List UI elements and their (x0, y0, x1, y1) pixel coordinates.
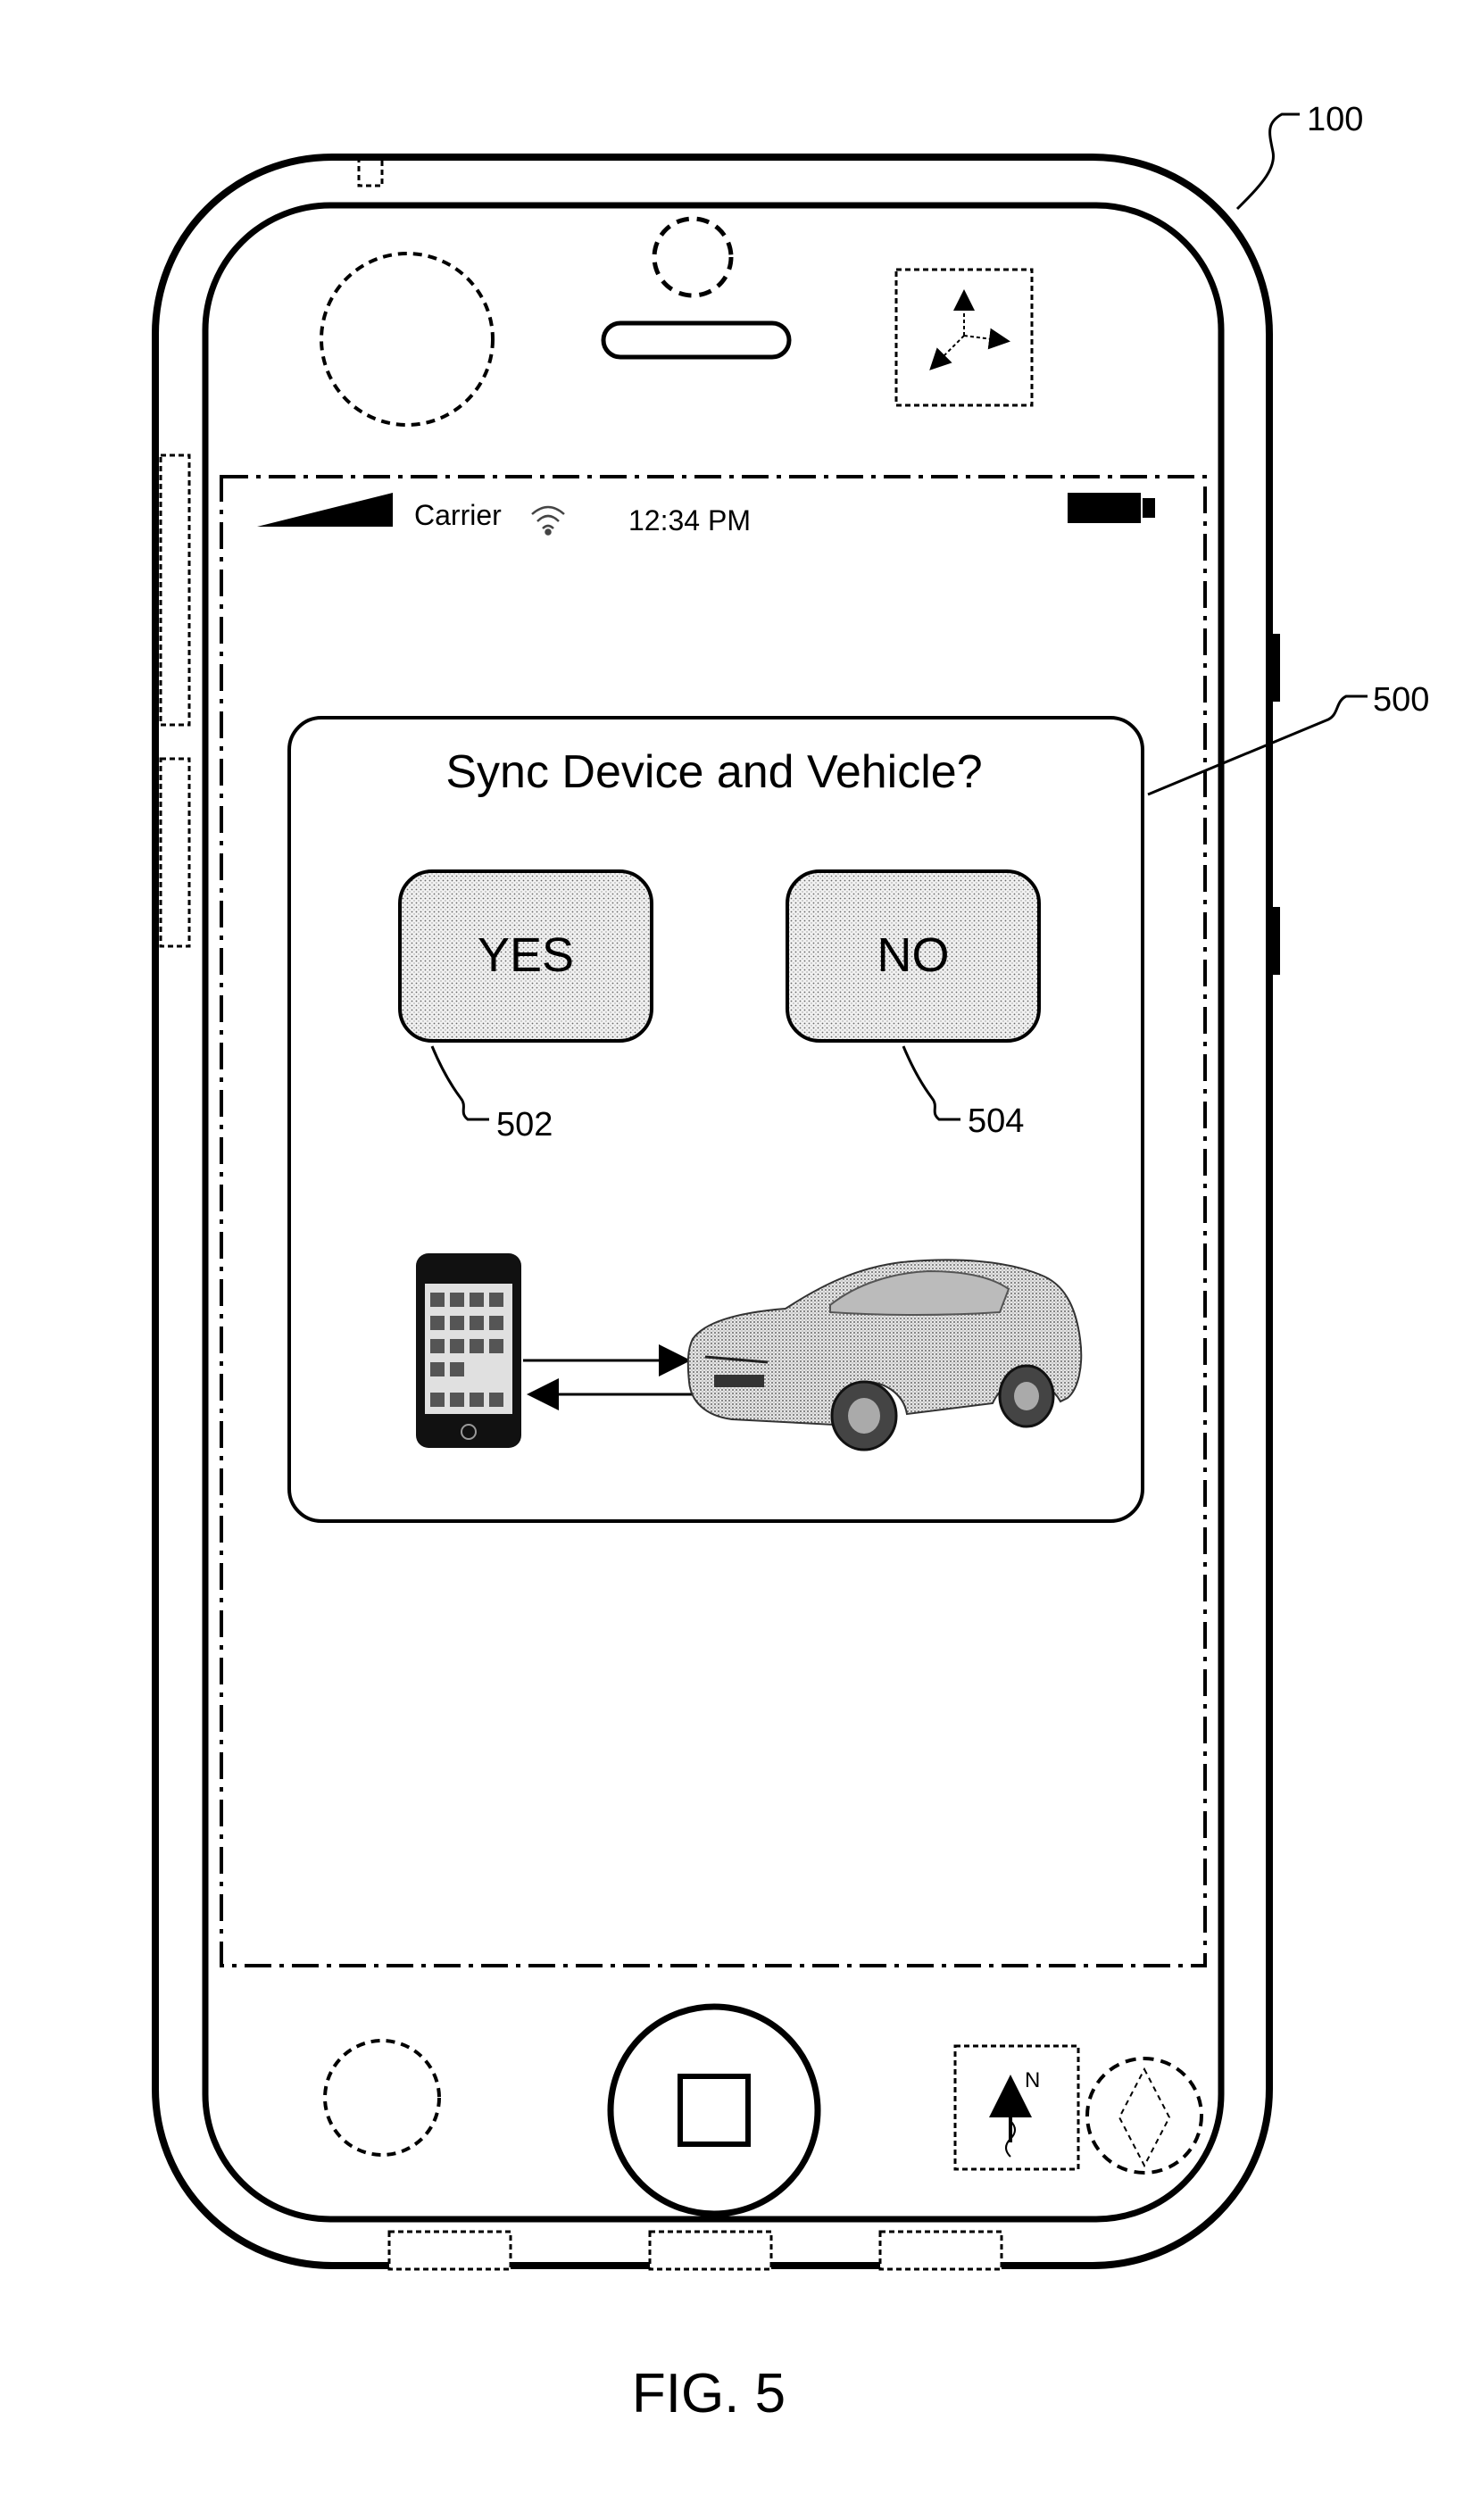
svg-text:500: 500 (1373, 681, 1429, 719)
bottom-port (648, 2230, 773, 2271)
top-button[interactable] (357, 155, 384, 187)
front-camera-icon (320, 252, 495, 427)
side-button-right[interactable] (1266, 907, 1280, 975)
svg-text:502: 502 (496, 1106, 553, 1144)
display-screen (220, 475, 1207, 1967)
status-bar: Carrier 12:34 PM (257, 493, 1155, 536)
volume-down-button[interactable] (159, 757, 191, 948)
yes-button[interactable]: YES (398, 869, 653, 1043)
power-button[interactable] (1266, 634, 1280, 702)
phone-icon (416, 1253, 521, 1448)
svg-text:100: 100 (1307, 101, 1363, 138)
svg-text:504: 504 (968, 1102, 1024, 1140)
sync-dialog: Sync Device and Vehicle? YES NO (287, 716, 1144, 1523)
car-icon (686, 1259, 1083, 1451)
svg-text:N: N (1025, 2068, 1040, 2092)
reference-502: 502 (430, 1045, 553, 1144)
reference-504: 504 (902, 1045, 1024, 1140)
no-button-label: NO (877, 928, 950, 982)
carrier-label: Carrier (414, 499, 502, 531)
signal-strength-icon (257, 493, 393, 527)
bottom-speaker-left (387, 2230, 512, 2271)
home-button[interactable] (607, 2003, 821, 2217)
no-button[interactable]: NO (786, 869, 1041, 1043)
compass-icon: N (953, 2044, 1080, 2171)
wifi-icon (531, 505, 565, 536)
fingerprint-sensor-icon (1085, 2057, 1203, 2175)
volume-up-button[interactable] (159, 453, 191, 727)
earpiece-speaker (601, 320, 792, 360)
battery-icon (1068, 493, 1155, 523)
figure-caption: FIG. 5 (632, 2363, 786, 2424)
clock-time: 12:34 PM (628, 504, 751, 536)
axes-icon (894, 268, 1034, 407)
yes-button-label: YES (478, 928, 574, 982)
home-button-icon (678, 2074, 751, 2147)
reference-500: 500 (1147, 681, 1429, 796)
proximity-sensor-icon (652, 216, 734, 298)
rear-sensor-icon (323, 2039, 441, 2157)
dialog-title: Sync Device and Vehicle? (445, 746, 982, 798)
bottom-speaker-right (878, 2230, 1003, 2271)
reference-100: 100 (1235, 101, 1363, 211)
